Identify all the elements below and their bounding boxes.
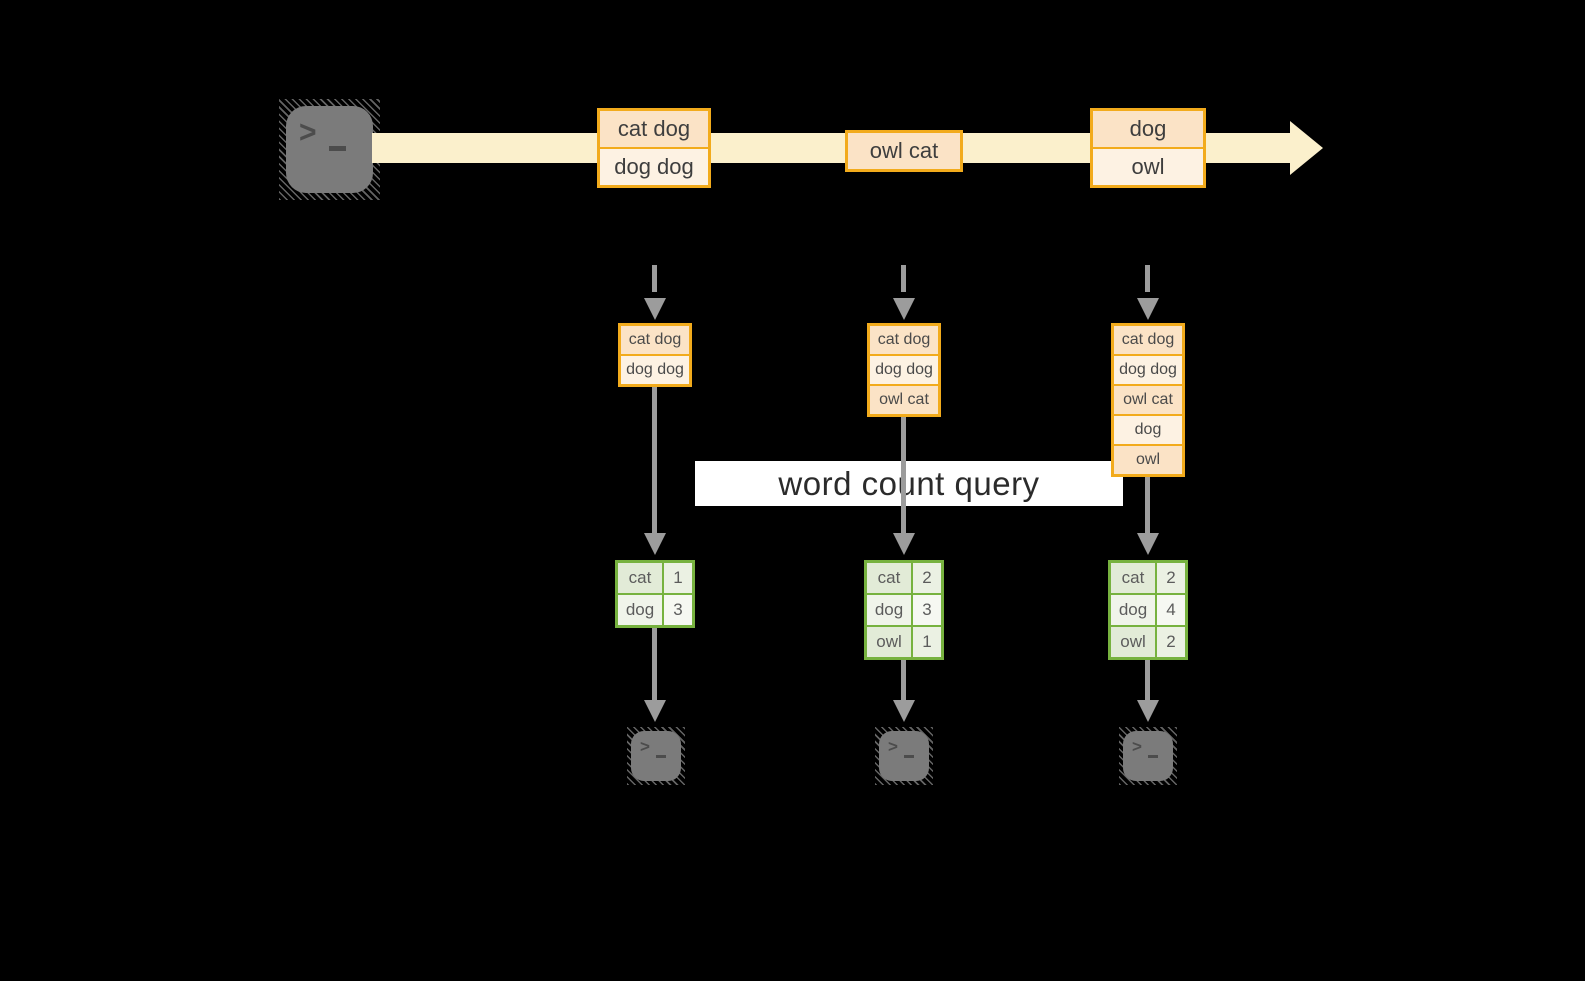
stack-line: dog dog [870, 356, 938, 384]
batch-line: dog dog [600, 149, 708, 185]
count-cell: 1 [664, 563, 692, 593]
terminal-prompt-icon: > [1132, 737, 1142, 756]
query-arrow-head-icon [893, 533, 915, 555]
count-cell: 2 [1157, 563, 1185, 593]
stack-line: dog dog [1114, 356, 1182, 384]
word-cell: cat [867, 563, 911, 593]
microbatch-arrow-dash [652, 265, 657, 292]
microbatch-arrow-dash [901, 265, 906, 292]
word-count-table: cat 2 dog 3 owl 1 [864, 560, 944, 660]
sink-arrow-line [1145, 660, 1150, 700]
batch-line: cat dog [600, 111, 708, 147]
stack-line: dog [1114, 416, 1182, 444]
count-cell: 4 [1157, 595, 1185, 625]
terminal-cursor-icon [1148, 755, 1158, 758]
query-arrow-head-icon [644, 533, 666, 555]
count-cell: 1 [913, 627, 941, 657]
sink-arrow-line [652, 628, 657, 700]
word-cell: owl [1111, 627, 1155, 657]
sink-terminal-icon: > [1119, 727, 1177, 785]
accumulated-input-stack: cat dog dog dog owl cat [867, 323, 941, 417]
query-arrow-head-icon [1137, 533, 1159, 555]
count-cell: 2 [1157, 627, 1185, 657]
stack-line: dog dog [621, 356, 689, 384]
sink-arrow-head-icon [893, 700, 915, 722]
query-arrow-line [652, 387, 657, 533]
source-terminal-icon: > [279, 99, 380, 200]
batch-line: dog [1093, 111, 1203, 147]
accumulated-input-stack: cat dog dog dog owl cat dog owl [1111, 323, 1185, 477]
terminal-body: > [1123, 731, 1173, 781]
batch-line: owl cat [848, 133, 960, 169]
word-count-table: cat 1 dog 3 [615, 560, 695, 628]
terminal-cursor-icon [329, 146, 346, 151]
microbatch-arrow-head-icon [1137, 298, 1159, 320]
terminal-prompt-icon: > [299, 115, 317, 150]
query-arrow-line [1145, 477, 1150, 533]
stack-line: owl cat [870, 386, 938, 414]
terminal-body: > [286, 106, 373, 193]
count-cell: 2 [913, 563, 941, 593]
count-cell: 3 [664, 595, 692, 625]
microbatch-arrow-head-icon [893, 298, 915, 320]
accumulated-input-stack: cat dog dog dog [618, 323, 692, 387]
stack-line: cat dog [621, 326, 689, 354]
batch-line: owl [1093, 149, 1203, 185]
terminal-cursor-icon [656, 755, 666, 758]
sink-terminal-icon: > [875, 727, 933, 785]
word-cell: dog [618, 595, 662, 625]
stream-batch-box: owl cat [845, 130, 963, 172]
stream-batch-box: cat dog dog dog [597, 108, 711, 188]
sink-arrow-head-icon [1137, 700, 1159, 722]
count-cell: 3 [913, 595, 941, 625]
terminal-prompt-icon: > [640, 737, 650, 756]
stream-batch-box: dog owl [1090, 108, 1206, 188]
terminal-body: > [631, 731, 681, 781]
terminal-body: > [879, 731, 929, 781]
sink-terminal-icon: > [627, 727, 685, 785]
word-count-query-label: word count query [695, 461, 1123, 506]
word-cell: cat [618, 563, 662, 593]
word-cell: dog [1111, 595, 1155, 625]
query-arrow-line [901, 417, 906, 533]
stack-line: cat dog [1114, 326, 1182, 354]
stream-arrow-head-icon [1290, 121, 1323, 175]
stack-line: cat dog [870, 326, 938, 354]
sink-arrow-line [901, 660, 906, 700]
word-cell: cat [1111, 563, 1155, 593]
word-count-table: cat 2 dog 4 owl 2 [1108, 560, 1188, 660]
stack-line: owl [1114, 446, 1182, 474]
stack-line: owl cat [1114, 386, 1182, 414]
word-cell: dog [867, 595, 911, 625]
microbatch-arrow-dash [1145, 265, 1150, 292]
terminal-cursor-icon [904, 755, 914, 758]
terminal-prompt-icon: > [888, 737, 898, 756]
word-cell: owl [867, 627, 911, 657]
sink-arrow-head-icon [644, 700, 666, 722]
microbatch-arrow-head-icon [644, 298, 666, 320]
